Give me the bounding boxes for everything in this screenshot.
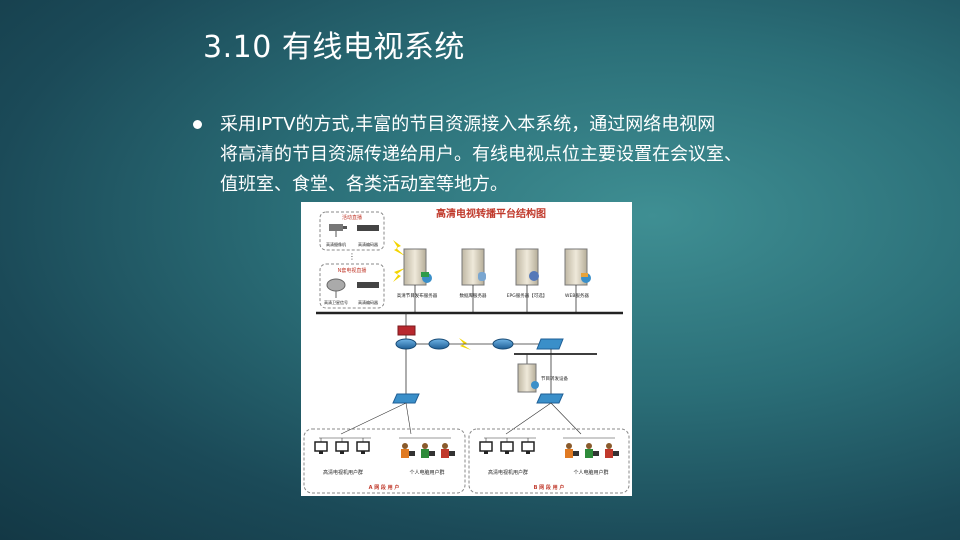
relay-label: 节目转发设备: [541, 375, 568, 382]
firewall-icon: [397, 325, 416, 336]
pc-user-icon: [441, 443, 455, 458]
tv-icon: [314, 438, 328, 454]
ellipsis-dots: ⋮: [348, 252, 356, 261]
source-box-live: [319, 211, 385, 251]
group-a-tv-label: 高清电视机用户群: [323, 469, 363, 476]
group-a-segment-label: A 网 段 用 户: [369, 484, 400, 491]
source-live-label: 活动直播: [342, 214, 362, 221]
router-icon: [492, 338, 514, 350]
camera-label: 高清摄像机: [326, 241, 346, 247]
slide-title: 3.10 有线电视系统: [203, 30, 465, 65]
tv-icon: [335, 438, 349, 454]
pc-user-icon: [401, 443, 415, 458]
encoder-label: 高清编码器: [358, 299, 378, 305]
bullet-line: 将高清的节目资源传递给用户。有线电视点位主要设置在会议室、: [220, 144, 742, 165]
group-a-pc-label: 个人电脑用户群: [409, 469, 444, 476]
relay-server-icon: [517, 363, 539, 393]
pc-user-icon: [565, 443, 579, 458]
switch-icon: [536, 338, 564, 350]
switch-icon: [392, 393, 420, 404]
bullet-icon: [193, 120, 202, 129]
server-label: WEB服务器: [565, 292, 589, 299]
encoder-icon: [357, 225, 379, 231]
switch-icon: [536, 393, 564, 404]
source-box-tv: [319, 263, 385, 309]
server-icon: [564, 248, 591, 286]
group-b-pc-label: 个人电脑用户群: [573, 469, 608, 476]
server-icon: [461, 248, 486, 286]
server-icon: [403, 248, 432, 286]
tv-icon: [356, 438, 370, 454]
tv-icon: [500, 438, 514, 454]
lightning-icon: [393, 240, 405, 256]
encoder-icon: [357, 282, 379, 288]
group-a-box: [303, 428, 466, 494]
group-b-segment-label: B 网 段 用 户: [534, 484, 565, 491]
router-icon: [428, 338, 450, 350]
tv-icon: [521, 438, 535, 454]
network-diagram: 高清电视转播平台结构图 活动直播 高清摄像机 高清编码器 ⋮ N套电视直播 高清…: [301, 202, 632, 496]
bullet-line: 采用IPTV的方式,丰富的节目资源接入本系统，通过网络电视网: [220, 114, 716, 135]
network-diagram-svg: 高清电视转播平台结构图 活动直播 高清摄像机 高清编码器 ⋮ N套电视直播 高清…: [303, 207, 630, 494]
server-icon: [515, 248, 539, 286]
satellite-label: 高清卫星信号: [324, 299, 348, 305]
pc-user-icon: [605, 443, 619, 458]
encoder-label: 高清编码器: [358, 241, 378, 247]
tv-icon: [479, 438, 493, 454]
bullet-line: 值班室、食堂、各类活动室等地方。: [220, 174, 508, 195]
lightning-icon: [393, 268, 405, 282]
pc-user-icon: [421, 443, 435, 458]
source-tv-label: N套电视直播: [338, 267, 367, 274]
satellite-dish-icon: [326, 278, 346, 298]
router-icon: [395, 338, 417, 350]
pc-user-icon: [585, 443, 599, 458]
diagram-title: 高清电视转播平台结构图: [436, 207, 546, 220]
group-b-box: [468, 428, 630, 494]
group-b-tv-label: 高清电视机用户群: [488, 469, 528, 476]
bullet-paragraph: 采用IPTV的方式,丰富的节目资源接入本系统，通过网络电视网 将高清的节目资源传…: [220, 110, 780, 200]
camera-icon: [329, 224, 347, 237]
server-label: 高清节目发布服务器: [397, 292, 438, 299]
